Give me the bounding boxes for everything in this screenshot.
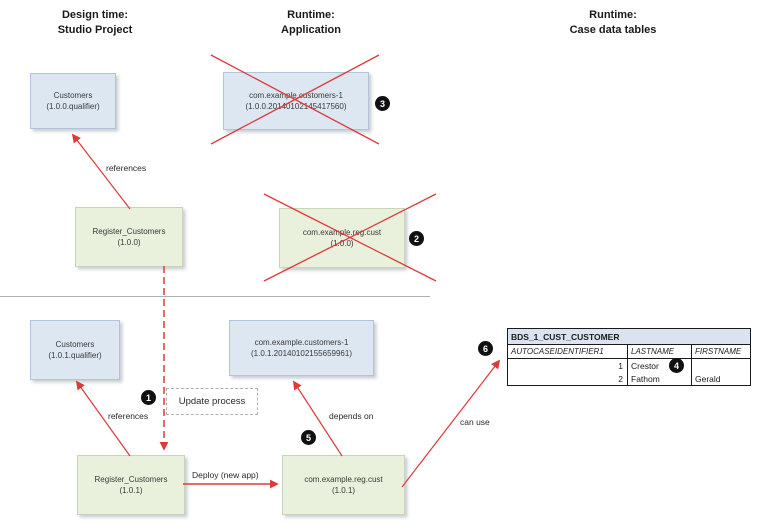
column-header-design-time: Design time: Studio Project [57, 9, 133, 36]
node-name: com.example.customers-1 [254, 338, 349, 347]
node-version: (1.0.0.20140102145417560) [245, 102, 347, 111]
node-version: (1.0.0) [330, 239, 354, 248]
node-version: (1.0.1) [119, 486, 143, 495]
node-version: (1.0.0.qualifier) [46, 102, 100, 111]
cell-lastname: Fathom [628, 372, 692, 385]
node-app-customers-1-0-0: com.example.customers-1 (1.0.0.201401021… [223, 72, 369, 130]
table-row: 2 Fathom Gerald [508, 372, 750, 385]
cell-lastname: Crestor [628, 359, 692, 372]
step-badge-5: 5 [301, 430, 316, 445]
step-badge-2: 2 [409, 231, 424, 246]
label-depends-on: depends on [329, 411, 374, 421]
node-name: com.example.reg.cust [302, 228, 382, 237]
node-app-customers-1-0-1: com.example.customers-1 (1.0.1.201401021… [229, 320, 374, 376]
column-header-lastname: LASTNAME [628, 345, 692, 359]
node-name: com.example.customers-1 [249, 91, 343, 100]
table-title: BDS_1_CUST_CUSTOMER [508, 329, 750, 345]
node-studio-customers-1-0-1: Customers (1.0.1.qualifier) [30, 320, 120, 380]
node-name: Register_Customers [92, 227, 166, 236]
node-studio-register-customers-1-0-0: Register_Customers (1.0.0) [75, 207, 183, 267]
node-version: (1.0.0) [117, 238, 141, 247]
label-deploy-new-app: Deploy (new app) [192, 470, 259, 480]
label-update-process: Update process [166, 388, 258, 415]
table-row: 1 Crestor [508, 359, 750, 372]
label-references-bottom: references [108, 411, 149, 421]
step-badge-1: 1 [141, 390, 156, 405]
node-name: Customers [55, 340, 95, 349]
node-name: Customers [53, 91, 93, 100]
label-references-top: references [106, 163, 147, 173]
column-header-runtime-case-data: Runtime: Case data tables [569, 9, 657, 36]
column-header-runtime-app: Runtime: Application [281, 9, 341, 36]
node-version: (1.0.1.qualifier) [48, 351, 102, 360]
timeline-divider [0, 296, 430, 297]
cell-firstname: Gerald [695, 374, 721, 384]
node-app-reg-cust-1-0-0: com.example.reg.cust (1.0.0) [279, 208, 405, 268]
node-studio-register-customers-1-0-1: Register_Customers (1.0.1) [77, 455, 185, 515]
node-name: Register_Customers [94, 475, 168, 484]
cell-autocaseidentifier1: 1 [508, 359, 628, 372]
cell-autocaseidentifier1: 2 [508, 372, 628, 385]
step-badge-6: 6 [478, 341, 493, 356]
node-app-reg-cust-1-0-1: com.example.reg.cust (1.0.1) [282, 455, 405, 515]
case-data-table: BDS_1_CUST_CUSTOMER AUTOCASEIDENTIFIER1 … [507, 328, 751, 386]
node-version: (1.0.1) [331, 486, 356, 495]
label-can-use: can use [460, 417, 490, 427]
cell-firstname [692, 359, 750, 372]
node-version: (1.0.1.20140102155659961) [251, 349, 352, 358]
table-header-row: AUTOCASEIDENTIFIER1 LASTNAME FIRSTNAME [508, 345, 750, 359]
node-name: com.example.reg.cust [304, 475, 383, 484]
node-studio-customers-1-0-0: Customers (1.0.0.qualifier) [30, 73, 116, 129]
step-badge-4: 4 [669, 358, 684, 373]
step-badge-3: 3 [375, 96, 390, 111]
column-header-firstname: FIRSTNAME [692, 345, 750, 359]
column-header-autocaseidentifier1: AUTOCASEIDENTIFIER1 [508, 345, 628, 359]
